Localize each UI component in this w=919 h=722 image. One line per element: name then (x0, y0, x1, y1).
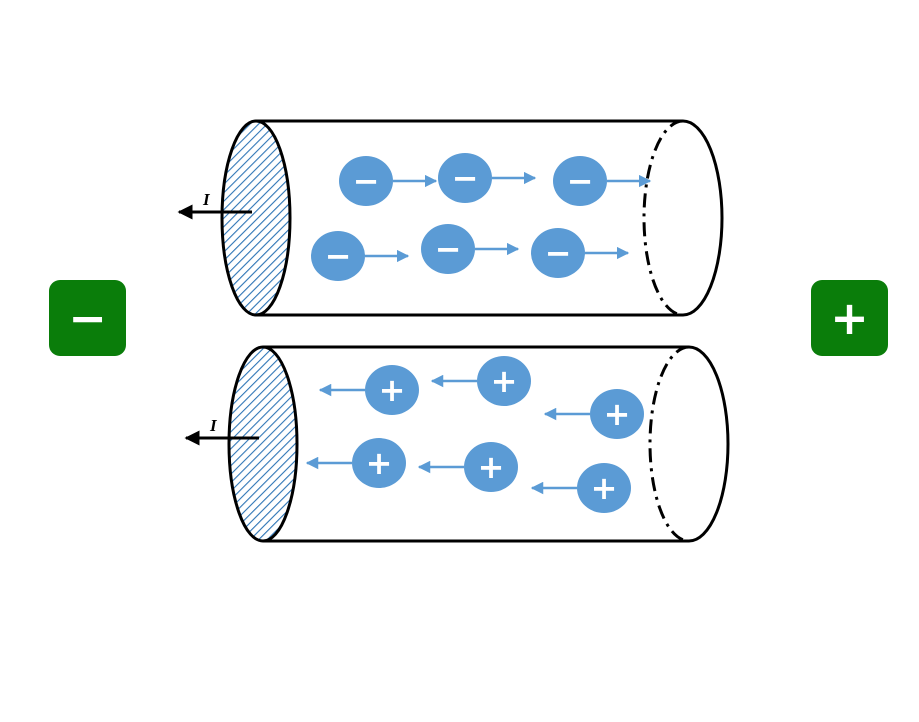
current-label: I (209, 416, 218, 435)
charge-sign: + (604, 395, 631, 433)
negative-charge: − (421, 224, 520, 274)
plus-icon: + (830, 291, 869, 345)
negative-charge: − (311, 231, 410, 281)
minus-icon: − (68, 291, 107, 345)
positive-charge: + (430, 356, 531, 406)
charge-circle (339, 156, 393, 206)
charge-sign: + (491, 362, 518, 400)
far-end-front-arc (688, 345, 730, 543)
charge-sign: − (452, 159, 479, 197)
negative-charge: − (339, 156, 438, 206)
charge-sign: + (379, 371, 406, 409)
negative-charge-group: −−−−−− (311, 153, 652, 281)
charge-sign: − (353, 162, 380, 200)
charge-circle (421, 224, 475, 274)
positive-charge: + (543, 389, 644, 439)
charge-circle (464, 442, 518, 492)
positive-charge: + (417, 442, 518, 492)
charge-circle (438, 153, 492, 203)
charge-circle (477, 356, 531, 406)
current-label: I (202, 190, 211, 209)
negative-charge: − (531, 228, 630, 278)
cross-section-face (220, 119, 292, 317)
negative-terminal: − (49, 280, 126, 356)
charge-sign: − (435, 230, 462, 268)
positive-charge: + (305, 438, 406, 488)
charge-circle (365, 365, 419, 415)
cross-section-face (227, 345, 299, 543)
far-end-hidden-arc (648, 345, 690, 543)
negative-charge: − (553, 156, 652, 206)
charge-circle (577, 463, 631, 513)
charge-circle (352, 438, 406, 488)
charge-sign: + (478, 448, 505, 486)
positive-charge: + (318, 365, 419, 415)
far-end-hidden-arc (642, 119, 684, 317)
charge-sign: + (591, 469, 618, 507)
charge-circle (311, 231, 365, 281)
conductor-top: I −−−−−− (177, 119, 724, 317)
charge-circle (553, 156, 607, 206)
charge-sign: − (325, 237, 352, 275)
positive-charge: + (530, 463, 631, 513)
conductor-bottom: I + + + + + + (184, 345, 730, 543)
far-end-front-arc (682, 119, 724, 317)
charge-circle (531, 228, 585, 278)
positive-terminal: + (811, 280, 888, 356)
negative-charge: − (438, 153, 537, 203)
charge-sign: − (545, 234, 572, 272)
charge-sign: + (366, 444, 393, 482)
charge-circle (590, 389, 644, 439)
positive-charge-group: + + + + + + (305, 356, 644, 513)
charge-sign: − (567, 162, 594, 200)
